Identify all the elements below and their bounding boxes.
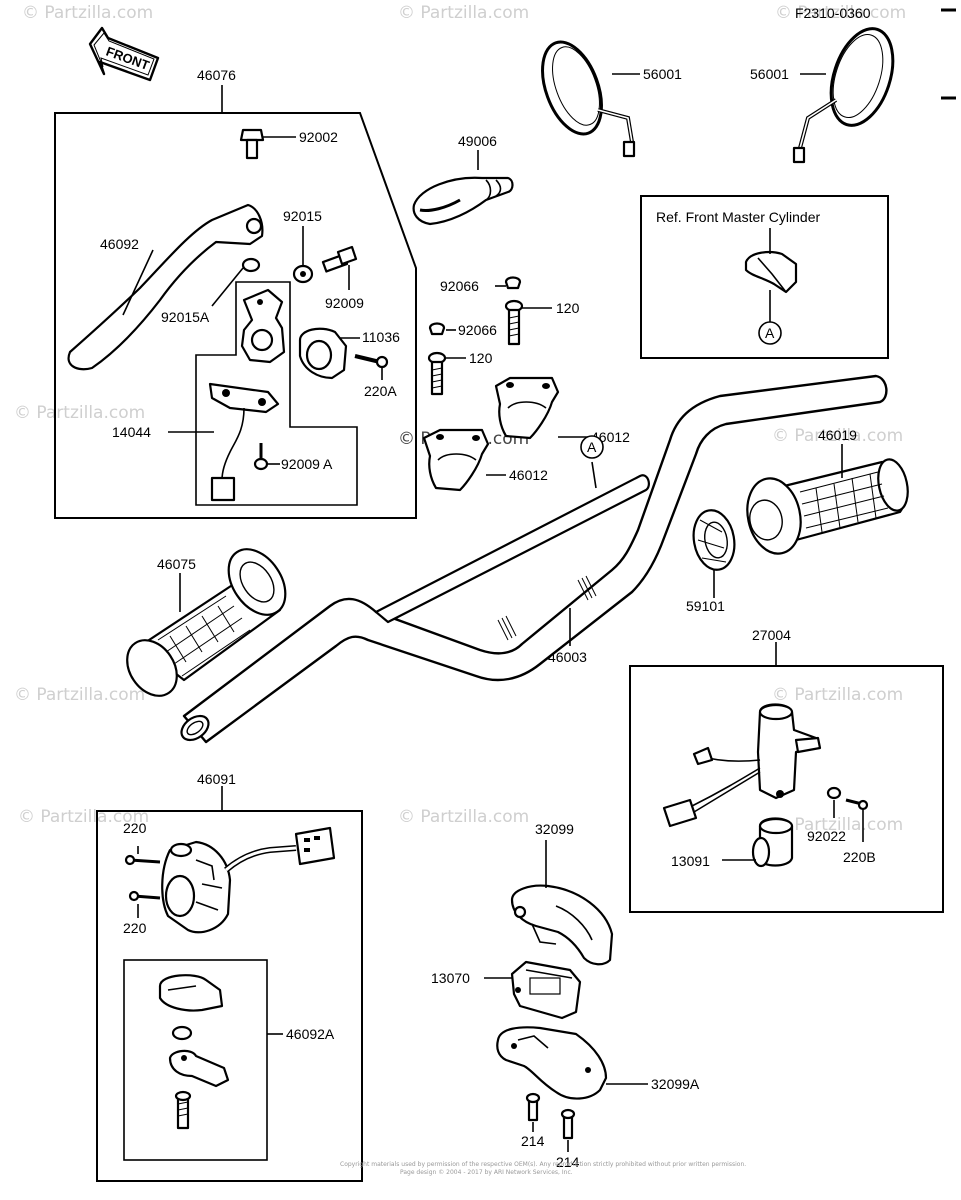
watermark: © Partzilla.com xyxy=(772,815,903,835)
holder-46012-left xyxy=(422,428,506,492)
part-label: 46003 xyxy=(548,649,587,665)
watermark: © Partzilla.com xyxy=(772,685,903,705)
switch-inner-box xyxy=(195,281,358,506)
part-label: 92066 xyxy=(458,322,497,338)
part-label: 59101 xyxy=(686,598,725,614)
footer-page-design: Page design © 2004 - 2017 by ARI Network… xyxy=(400,1169,573,1176)
lever-holder xyxy=(240,288,286,364)
part-label: 11036 xyxy=(362,329,400,345)
part-label: 92066 xyxy=(440,278,479,294)
grip-left-46075 xyxy=(126,548,287,697)
lever-assembly-group: 46076 92002 46092 92015A 92015 92009 xyxy=(54,67,417,519)
handlebar-46003: A xyxy=(180,374,888,744)
part-label: 46075 xyxy=(157,556,196,572)
mirror-left-56001 xyxy=(541,40,640,158)
part-label: 46092A xyxy=(286,1026,335,1042)
part-label: 46019 xyxy=(818,427,857,443)
switch-14044 xyxy=(168,382,280,502)
mirror-right-56001 xyxy=(792,27,895,164)
part-label: 46091 xyxy=(197,771,236,787)
ref-box-title: Ref. Front Master Cylinder xyxy=(656,209,820,225)
ignition-box xyxy=(629,665,944,913)
part-label: 214 xyxy=(556,1154,580,1170)
clamp-11036 xyxy=(298,327,360,380)
adjuster-92009 xyxy=(321,245,358,290)
part-label: 92009 xyxy=(325,295,364,311)
watermark: © Partzilla.com xyxy=(398,3,529,23)
grip-right-46019 xyxy=(746,444,909,555)
part-label: 92002 xyxy=(299,129,338,145)
watermark: © Partzilla.com xyxy=(398,807,529,827)
ref-master-cylinder-box: Ref. Front Master Cylinder A xyxy=(640,195,889,359)
part-label: 220A xyxy=(364,383,397,399)
screw-92009a xyxy=(253,443,280,471)
footer-copyright: Copyright materials used by permission o… xyxy=(340,1161,746,1168)
part-label: 120 xyxy=(469,350,493,366)
lever-cover-49006 xyxy=(412,150,514,226)
part-label: 56001 xyxy=(750,66,789,82)
bolt-120-lower xyxy=(427,351,466,396)
lever-assembly-box xyxy=(54,112,417,519)
part-label: 27004 xyxy=(752,627,791,643)
switch-inner-box-46092a xyxy=(123,959,268,1161)
part-label: 46012 xyxy=(509,467,548,483)
watermark: © Partzilla.com xyxy=(775,3,906,23)
part-label: 46076 xyxy=(197,67,236,83)
front-arrow: FRONT xyxy=(88,26,160,82)
ref-marker: A xyxy=(765,325,775,341)
figure-code: F2310-0360 xyxy=(795,5,871,21)
ignition-switch-group xyxy=(629,642,944,913)
watermark: © Partzilla.com xyxy=(772,426,903,446)
part-label: 220B xyxy=(843,849,876,865)
part-label: 56001 xyxy=(643,66,682,82)
bar-marker: A xyxy=(587,439,597,455)
throttle-cam-59101 xyxy=(692,509,736,598)
watermark: © Partzilla.com xyxy=(14,685,145,705)
part-label: 214 xyxy=(521,1133,545,1149)
watermark-layer: © Partzilla.com © Partzilla.com © Partzi… xyxy=(14,3,906,835)
part-label: 220 xyxy=(123,820,147,836)
screw-220a xyxy=(354,354,389,380)
switch-housing-group xyxy=(96,786,363,1182)
part-label: 32099 xyxy=(535,821,574,837)
knurl-marks xyxy=(497,575,597,641)
watermark: © Partzilla.com xyxy=(22,3,153,23)
screw-92066-upper xyxy=(495,276,522,290)
part-label: 46092 xyxy=(100,236,139,252)
screw-92066-lower xyxy=(428,322,456,336)
switch-case-group xyxy=(484,840,648,1152)
bolt-120-upper xyxy=(504,299,552,346)
part-label: 120 xyxy=(556,300,580,316)
part-label: 13091 xyxy=(671,853,710,869)
part-label: 32099A xyxy=(651,1076,700,1092)
part-label: 220 xyxy=(123,920,147,936)
part-label: 14044 xyxy=(112,424,151,440)
clutch-lever xyxy=(67,203,264,371)
collar-92015a xyxy=(241,257,261,273)
part-label: 92022 xyxy=(807,828,846,844)
part-label: 92015 xyxy=(283,208,322,224)
part-label: 49006 xyxy=(458,133,497,149)
watermark: © Partzilla.com xyxy=(14,403,145,423)
part-label: 92009 A xyxy=(281,456,333,472)
bolt-92002 xyxy=(239,128,296,160)
switch-housing-box xyxy=(96,810,363,1182)
holder-46012-right xyxy=(494,376,588,440)
part-label: 92015A xyxy=(161,309,210,325)
part-label: 13070 xyxy=(431,970,470,986)
